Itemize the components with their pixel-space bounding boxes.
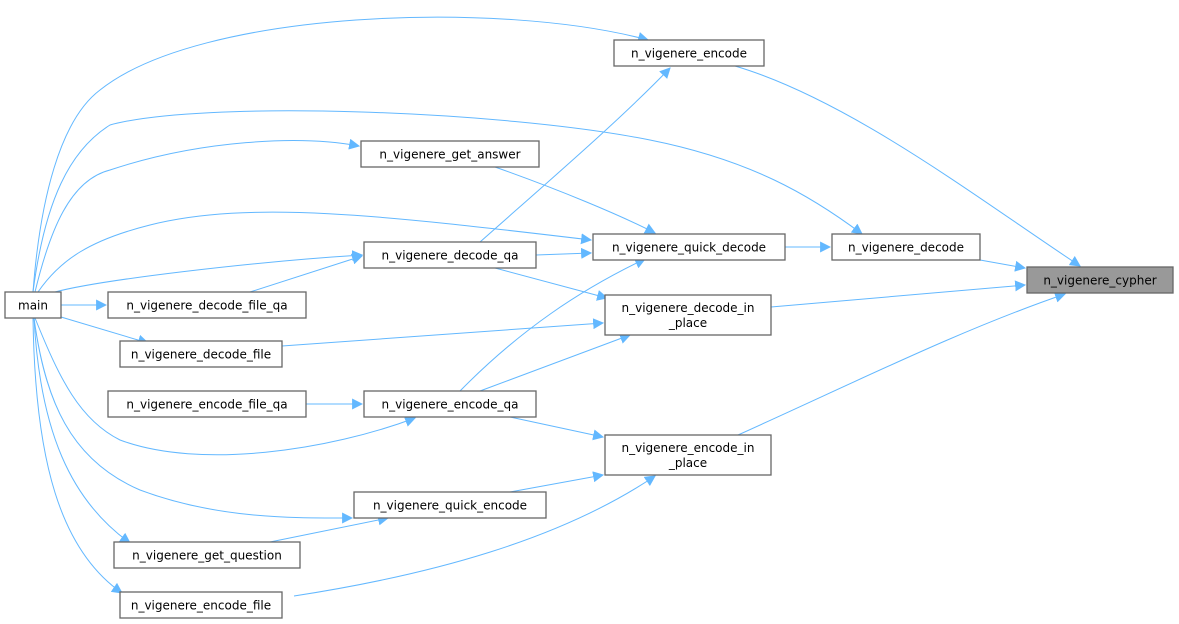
edge-main-to-decode-file xyxy=(60,316,150,346)
node-box xyxy=(831,233,981,261)
node-label: _place xyxy=(668,316,707,330)
node-box xyxy=(107,291,307,319)
node-label: n_vigenere_encode_file xyxy=(131,599,271,613)
node-decode-file[interactable]: n_vigenere_decode_file xyxy=(119,340,283,368)
node-box xyxy=(4,291,62,319)
node-box xyxy=(363,390,537,418)
node-decode-file-qa[interactable]: n_vigenere_decode_file_qa xyxy=(107,291,307,319)
node-label: n_vigenere_encode_file_qa xyxy=(126,398,287,412)
node-decode[interactable]: n_vigenere_decode xyxy=(831,233,981,261)
edge-main-to-encode-file xyxy=(32,317,123,594)
edge-decode-qa-to-quick-decode xyxy=(535,247,593,259)
node-label: n_vigenere_decode_qa xyxy=(382,249,519,263)
node-get-question[interactable]: n_vigenere_get_question xyxy=(113,541,301,569)
edge-main-to-quick-encode xyxy=(33,317,354,524)
edge-get-answer-to-quick-decode xyxy=(494,166,656,234)
edge-main-to-encode xyxy=(32,16,650,293)
edge-main-to-get-answer xyxy=(34,138,361,293)
node-label: main xyxy=(18,299,48,313)
edge-decode-to-cypher xyxy=(979,259,1027,272)
edge-decode-qa-to-encode xyxy=(479,67,671,243)
edge-encode-qa-to-decode-in-place xyxy=(479,333,632,392)
node-get-answer[interactable]: n_vigenere_get_answer xyxy=(360,140,540,168)
edge-get-question-to-quick-encode xyxy=(269,514,390,543)
node-label: _place xyxy=(668,456,707,470)
edge-encode-to-cypher xyxy=(734,65,1081,267)
node-box xyxy=(363,241,537,269)
node-encode-in-place[interactable]: n_vigenere_encode_in_place xyxy=(604,434,772,476)
node-box xyxy=(1026,266,1174,294)
edge-encode-qa-to-encode-in-place xyxy=(509,416,605,441)
node-encode-file[interactable]: n_vigenere_encode_file xyxy=(119,591,283,619)
node-label: n_vigenere_decode_in xyxy=(622,301,755,315)
node-encode[interactable]: n_vigenere_encode xyxy=(613,39,765,67)
node-label: n_vigenere_get_answer xyxy=(379,148,520,162)
edge-main-to-decode-qa xyxy=(54,250,364,293)
node-box xyxy=(113,541,301,569)
edge-encode-in-place-to-cypher xyxy=(737,292,1067,436)
node-box xyxy=(604,294,772,336)
node-main[interactable]: main xyxy=(4,291,62,319)
node-decode-in-place[interactable]: n_vigenere_decode_in_place xyxy=(604,294,772,336)
edge-main-to-encode-qa xyxy=(34,317,417,456)
node-box xyxy=(360,140,540,168)
edge-encode-file-to-encode-in-place xyxy=(293,475,656,597)
node-box xyxy=(107,390,307,418)
node-box xyxy=(604,434,772,476)
node-label: n_vigenere_encode_in xyxy=(622,441,755,455)
node-box xyxy=(592,233,786,261)
edges-layer xyxy=(32,16,1081,597)
edge-main-to-decode xyxy=(32,110,863,293)
node-label: n_vigenere_quick_encode xyxy=(373,499,527,513)
node-label: n_vigenere_decode_file xyxy=(131,348,271,362)
node-label: n_vigenere_get_question xyxy=(132,549,282,563)
node-encode-file-qa[interactable]: n_vigenere_encode_file_qa xyxy=(107,390,307,418)
node-label: n_vigenere_encode xyxy=(631,47,747,61)
edge-quick-encode-to-encode-in-place xyxy=(509,471,605,493)
edge-decode-in-place-to-cypher xyxy=(770,280,1027,308)
node-box xyxy=(119,340,283,368)
node-quick-decode[interactable]: n_vigenere_quick_decode xyxy=(592,233,786,261)
edge-encode-qa-to-quick-decode xyxy=(459,258,646,392)
node-decode-qa[interactable]: n_vigenere_decode_qa xyxy=(363,241,537,269)
nodes-layer: main n_vigenere_encode n_vigenere_get_answ… xyxy=(4,39,1174,619)
node-quick-encode[interactable]: n_vigenere_quick_encode xyxy=(353,491,547,519)
edge-decode-file-qa-to-decode-qa xyxy=(249,253,364,293)
node-label: n_vigenere_decode xyxy=(848,241,964,255)
node-label: n_vigenere_encode_qa xyxy=(382,398,519,412)
node-cypher[interactable]: n_vigenere_cypher xyxy=(1026,266,1174,294)
node-box xyxy=(613,39,765,67)
edge-main-to-get-question xyxy=(33,317,131,544)
node-label: n_vigenere_quick_decode xyxy=(612,241,766,255)
node-box xyxy=(353,491,547,519)
edge-main-to-quick-decode xyxy=(37,211,593,293)
edge-decode-file-to-decode-in-place xyxy=(281,318,605,347)
node-label: n_vigenere_decode_file_qa xyxy=(126,299,287,313)
node-encode-qa[interactable]: n_vigenere_encode_qa xyxy=(363,390,537,418)
node-box xyxy=(119,591,283,619)
edge-decode-qa-to-decode-in-place xyxy=(494,267,609,301)
node-label: n_vigenere_cypher xyxy=(1043,274,1156,288)
